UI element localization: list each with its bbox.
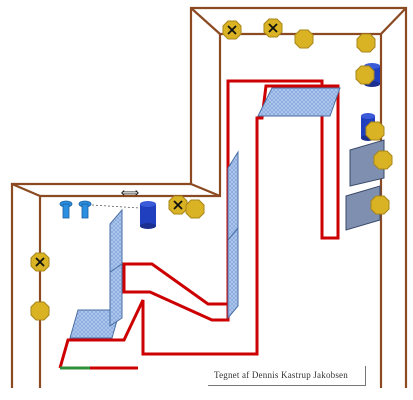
lamp-icon [355, 65, 375, 85]
credit-label: Tegnet af Dennis Kastrup Jakobsen [208, 366, 366, 386]
lamp-icon [373, 150, 393, 170]
lamp-icon [185, 199, 205, 219]
ramp-left-vertical-lower [109, 263, 123, 327]
dotted-connector [91, 204, 141, 209]
panel-lower [345, 185, 381, 231]
lamp-icon [365, 121, 385, 141]
double-arrow-icon: ⟺ [121, 186, 140, 201]
post-icon [59, 200, 73, 219]
posts [59, 200, 92, 219]
ramp-mid-vertical-lower [227, 226, 239, 320]
lamp-x-icon [222, 20, 242, 40]
ramp-top [257, 87, 341, 117]
lamps [30, 18, 393, 321]
ramp-left-vertical-upper [109, 208, 123, 273]
lamp-icon [30, 301, 50, 321]
lamp-icon [356, 33, 376, 53]
ramp-mid-vertical-upper [227, 150, 239, 242]
post-icon [78, 200, 92, 219]
lamp-icon [294, 29, 314, 49]
side-panels [345, 139, 385, 231]
lamp-x-icon [168, 195, 188, 215]
cylinder-icon [140, 201, 156, 229]
panel-upper [349, 139, 385, 187]
lamp-x-icon [30, 252, 50, 272]
lamp-icon [370, 195, 390, 215]
lamp-x-icon [263, 18, 283, 38]
ramps [69, 87, 341, 339]
ramp-bottom-left [69, 309, 121, 339]
outer-walls [10, 6, 408, 388]
